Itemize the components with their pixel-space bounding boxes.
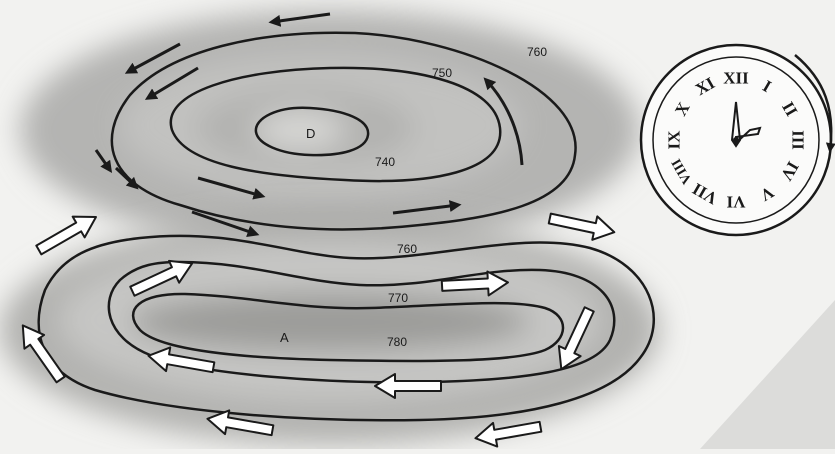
isobar-label-low-middle: 750 (432, 66, 452, 80)
isobar-label-high-middle: 770 (388, 291, 408, 305)
isobar-label-high-inner: 780 (387, 335, 407, 349)
isobar-label-low-inner: 740 (375, 155, 395, 169)
clock-numeral: XII (723, 69, 749, 88)
isobar-label-high-outer: 760 (397, 242, 417, 256)
clock-numeral: VI (726, 193, 745, 212)
clock-numeral: III (789, 130, 808, 150)
clock-numeral: IX (665, 130, 684, 150)
high-pressure-shading (0, 215, 660, 445)
high-center-label: A (280, 330, 289, 345)
isobar-label-low-outer: 760 (527, 45, 547, 59)
low-center-label: D (306, 126, 315, 141)
